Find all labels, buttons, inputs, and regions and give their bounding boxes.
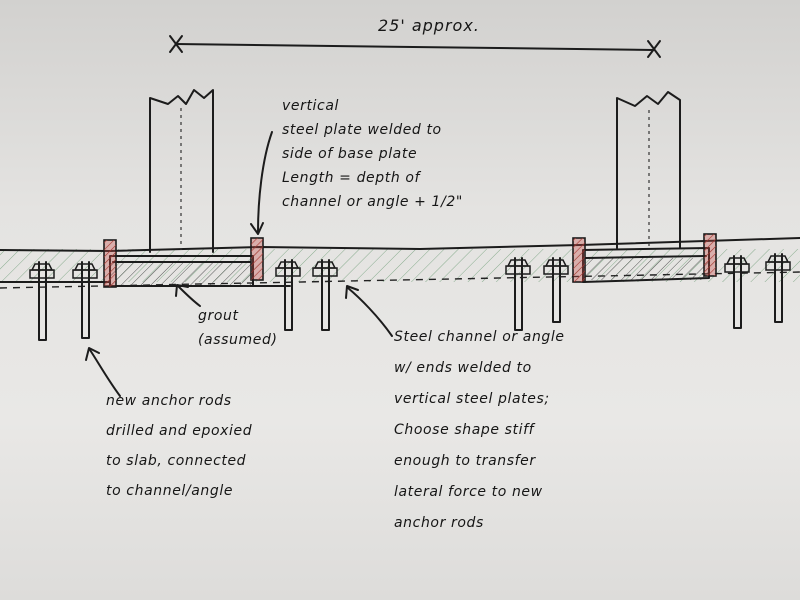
- steel-channel-note: Steel channel or angle w/ ends welded to…: [394, 322, 565, 539]
- note-line: to slab, connected: [106, 453, 247, 469]
- note-line: enough to transfer: [394, 453, 536, 469]
- grout-note: grout (assumed): [198, 304, 278, 352]
- right-base-assembly: [582, 247, 710, 283]
- vertical-steel-plates: [103, 233, 717, 288]
- right-column: [616, 91, 681, 249]
- note-line: anchor rods: [394, 515, 484, 531]
- note-line: grout: [198, 308, 239, 324]
- note-line: side of base plate: [282, 146, 418, 162]
- note-line: steel plate welded to: [282, 122, 442, 138]
- anchor-rods: [29, 253, 791, 341]
- note-line: lateral force to new: [394, 484, 543, 500]
- dimension-label: 25' approx.: [378, 16, 480, 35]
- left-base-assembly: [109, 255, 291, 287]
- note-line: vertical steel plates;: [394, 391, 550, 407]
- note-line: Length = depth of: [282, 170, 421, 186]
- anchor-rods-note: new anchor rods drilled and epoxied to s…: [106, 386, 252, 506]
- note-line: (assumed): [198, 332, 278, 348]
- vertical-plate-note: vertical steel plate welded to side of b…: [282, 94, 463, 214]
- note-line: channel or angle + 1/2": [282, 194, 463, 210]
- dimension-line: [169, 35, 661, 58]
- note-line: new anchor rods: [106, 393, 232, 409]
- note-line: to channel/angle: [106, 483, 234, 499]
- note-line: Choose shape stiff: [394, 422, 535, 438]
- note-line: vertical: [282, 98, 339, 114]
- leader-arrows: [85, 131, 393, 397]
- note-line: Steel channel or angle: [394, 329, 565, 345]
- note-line: w/ ends welded to: [394, 360, 532, 376]
- note-line: drilled and epoxied: [106, 423, 253, 439]
- left-column: [149, 89, 214, 253]
